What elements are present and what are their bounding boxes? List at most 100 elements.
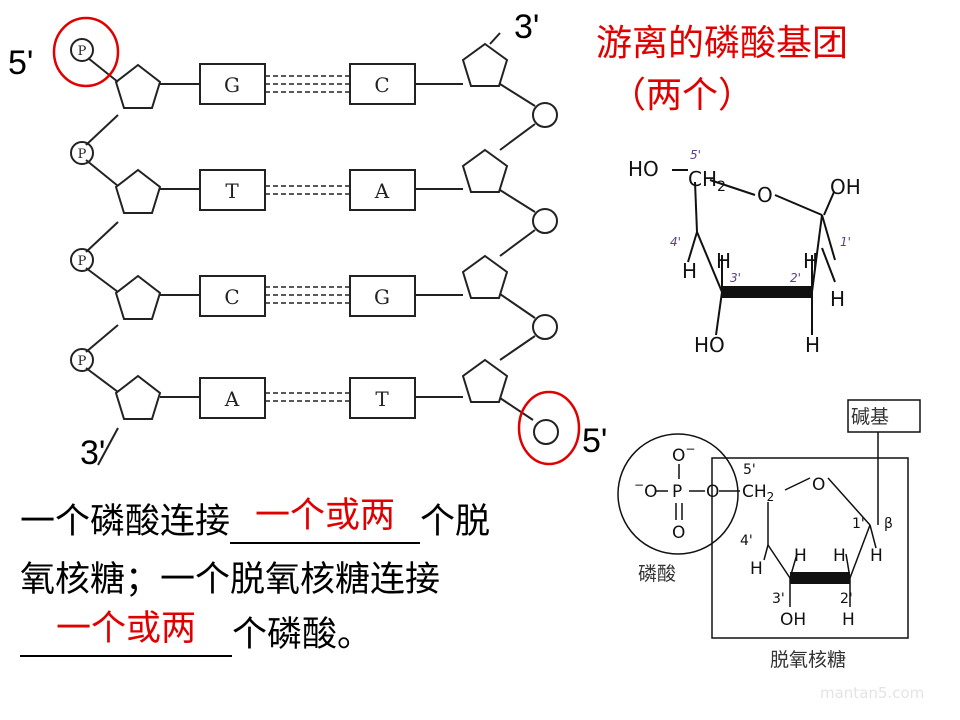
phosphate-2	[70, 141, 94, 165]
left-base-1: G	[224, 73, 240, 97]
sentence-line-3: 一个或两个磷酸。	[20, 609, 373, 657]
right-base-box-3	[349, 275, 416, 317]
phosphate-1	[70, 38, 94, 62]
right-base-boxes	[349, 63, 416, 419]
ch2-main: CH	[688, 167, 717, 191]
hbond-pair-4	[265, 392, 350, 402]
ho-label: HO	[628, 157, 659, 181]
nucleotide-c2-label: 2'	[840, 591, 853, 607]
right-sugar-4	[461, 358, 509, 403]
nucleotide-ch2-sub: 2	[767, 490, 775, 504]
h-label-4: H	[682, 259, 697, 283]
label-5prime-bottom-right: 5'	[582, 422, 608, 460]
right-base-3: G	[374, 285, 390, 309]
dna-diagram: P P P P	[52, 16, 581, 466]
nucleotide-h-3: H	[794, 546, 807, 566]
hbond-pair-2	[265, 185, 350, 195]
ho-bottom-label: HO	[694, 333, 725, 357]
sentence-line-1: 一个磷酸连接一个或两个脱	[20, 496, 490, 544]
hbond-pair-1	[265, 75, 350, 93]
deoxyribose-formula: HO CH2 O OH H H H H H HO 5' 4' 3' 2' 1'	[628, 148, 861, 357]
phosphate-3	[70, 248, 94, 272]
sentence-part-1: 一个磷酸连接	[20, 502, 231, 542]
nucleotide-h-1: H	[870, 546, 883, 566]
label-3prime-bottom-left: 3'	[80, 434, 106, 472]
o-minus-left: −O	[634, 478, 657, 502]
h-label-3: H	[716, 249, 731, 273]
left-sugars	[114, 63, 162, 420]
left-sugar-4	[114, 374, 162, 420]
label-5prime-top-left: 5'	[8, 44, 34, 82]
h-label-2-bottom: H	[805, 333, 820, 357]
c5-label: 5'	[690, 148, 701, 162]
phosphate-group-circle	[617, 433, 739, 555]
sugar-caption: 脱氧核糖	[770, 649, 846, 671]
left-sugar-2	[114, 168, 162, 214]
phosphate-label-4: P	[78, 354, 87, 369]
right-sugars	[461, 42, 509, 403]
free-phosphate-subtitle: （两个）	[610, 75, 755, 116]
phosphate-label-1: P	[78, 44, 87, 59]
watermark: mantan5.com	[820, 684, 924, 702]
c2-label: 2'	[790, 271, 801, 285]
nucleotide-h-4: H	[750, 559, 763, 579]
left-phosphates	[70, 38, 94, 372]
nucleotide-h-bottom: H	[842, 610, 855, 630]
phosphate-caption: 磷酸	[638, 563, 676, 585]
free-phosphate-title: 游离的磷酸基团	[596, 23, 849, 64]
left-base-boxes	[199, 63, 266, 419]
right-base-2: A	[374, 179, 390, 203]
nucleotide-oh-label: OH	[780, 610, 806, 630]
sentence-part-3: 个磷酸。	[232, 615, 373, 655]
o-minus-left-sign: −	[634, 478, 644, 492]
left-base-3: C	[224, 285, 239, 309]
left-sugar-3	[114, 274, 162, 320]
free-phosphate-highlight-top	[52, 16, 120, 88]
right-phosphates	[532, 102, 559, 445]
ring-bold-bond	[722, 286, 812, 298]
answer-blank-2: 一个或两	[20, 609, 232, 657]
left-sugar-1	[114, 63, 162, 109]
right-sugar-2	[461, 148, 509, 193]
base-box-label: 碱基	[851, 406, 889, 428]
base-label-box	[847, 399, 921, 433]
left-backbone	[85, 57, 119, 466]
sugar-region-box	[711, 457, 909, 639]
ring-oxygen-label: O	[757, 183, 773, 207]
nucleotide-c1-label: 1'	[852, 516, 865, 532]
bridge-o-label: O	[706, 482, 719, 502]
phosphate-4	[70, 348, 94, 372]
nucleotide-ring-bold-bond	[790, 572, 850, 584]
ch2-label: CH2	[688, 167, 726, 195]
right-backbone	[489, 32, 536, 421]
o-minus-top-o: O	[672, 446, 685, 466]
right-base-box-4	[349, 377, 416, 419]
nucleotide-ch2-main: CH	[742, 482, 767, 502]
right-sugar-1	[461, 42, 509, 87]
h-label-2: H	[803, 249, 818, 273]
right-sugar-3	[461, 254, 509, 299]
right-phosphate-1	[532, 102, 558, 128]
h-label-1: H	[830, 287, 845, 311]
nucleotide-ch2-label: CH2	[742, 482, 774, 504]
right-phosphate-3	[532, 314, 558, 340]
left-base-box-4	[199, 377, 266, 419]
o-minus-top: O−	[672, 442, 695, 466]
left-base-4: A	[224, 387, 240, 411]
right-base-4: T	[375, 387, 389, 411]
nucleotide-h-2: H	[833, 546, 846, 566]
sugar-base-connectors	[160, 83, 463, 398]
p-label: P	[672, 482, 682, 502]
beta-label: β	[884, 516, 893, 532]
left-base-box-2	[199, 169, 266, 211]
phosphate-label-3: P	[78, 254, 87, 269]
c4-label: 4'	[670, 235, 681, 249]
c3-label: 3'	[730, 271, 741, 285]
sentence-line-2-text: 氧核糖；一个脱氧核糖连接	[20, 560, 441, 600]
left-base-2: T	[225, 179, 239, 203]
nucleotide-c5-label: 5'	[743, 462, 756, 478]
right-base-box-2	[349, 169, 416, 211]
ch2-sub: 2	[717, 179, 726, 195]
answer-1: 一个或两	[255, 496, 396, 536]
